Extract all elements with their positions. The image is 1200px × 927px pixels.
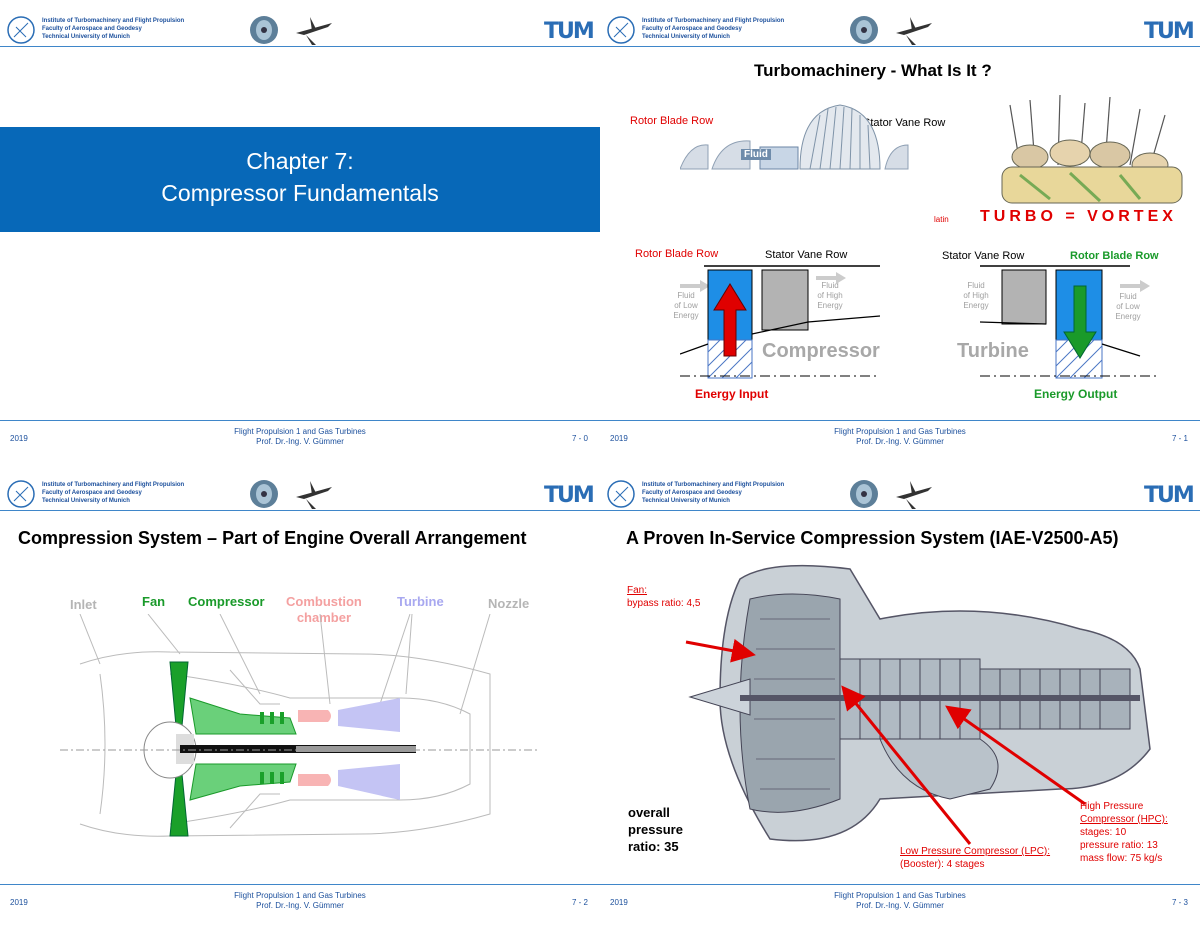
- slide-title: A Proven In-Service Compression System (…: [626, 528, 1119, 548]
- tum-logo: TUM: [544, 483, 595, 508]
- footer-year: 2019: [610, 898, 628, 907]
- turbofan-icon: [250, 480, 332, 509]
- slide-title: Turbomachinery - What Is It ?: [754, 61, 992, 80]
- compressor-label: Compressor: [188, 594, 265, 609]
- page-number: 7 - 2: [571, 898, 588, 907]
- engine-cross-section: [60, 614, 540, 837]
- university-seal-icon: [607, 16, 635, 44]
- top-stator-label: Stator Vane Row: [863, 117, 946, 129]
- header-divider: [600, 510, 1200, 511]
- turbo-vortex-label: TURBO = VORTEX: [980, 208, 1177, 225]
- institute-name: Institute of Turbomachinery and Flight P…: [642, 18, 785, 40]
- university-seal-icon: [7, 480, 35, 508]
- v2500-cutaway-illustration: [688, 564, 1151, 842]
- turbine-stator-label: Stator Vane Row: [942, 250, 1025, 262]
- header-divider: [600, 46, 1200, 47]
- footer-year: 2019: [10, 898, 28, 907]
- aircraft-icon: [296, 481, 332, 509]
- turbofan-icon: [850, 480, 932, 509]
- turbofan-icon: [250, 16, 332, 45]
- compressor-stator-label: Stator Vane Row: [765, 249, 848, 261]
- university-seal-icon: [7, 16, 35, 44]
- turbine-rotor-label: Rotor Blade Row: [1070, 250, 1159, 262]
- warriors-illustration: [1001, 95, 1183, 204]
- turbofan-icon: [850, 16, 932, 45]
- turbine-label: Turbine: [957, 340, 1029, 362]
- aircraft-icon: [896, 481, 932, 509]
- slide-7-3: Institute of Turbomachinery and Flight P…: [600, 464, 1200, 927]
- energy-output-label: Energy Output: [1034, 387, 1118, 401]
- blade-rows-illustration: [680, 104, 909, 170]
- slide-7-1: Institute of Turbomachinery and Flight P…: [600, 0, 1200, 463]
- annotation-arrows: [685, 638, 1086, 845]
- footer-divider: [0, 420, 600, 421]
- tum-logo: TUM: [1144, 19, 1195, 44]
- fan-annotation: Fan:bypass ratio: 4,5: [627, 585, 701, 609]
- footer-year: 2019: [610, 434, 628, 443]
- latin-label: latin: [934, 215, 949, 224]
- inlet-label: Inlet: [70, 597, 97, 612]
- top-rotor-label: Rotor Blade Row: [630, 115, 714, 127]
- institute-name: Institute of Turbomachinery and Flight P…: [42, 482, 185, 504]
- footer-divider: [600, 884, 1200, 885]
- header-divider: [0, 510, 600, 511]
- compressor-rotor-label: Rotor Blade Row: [635, 248, 719, 260]
- footer-divider: [0, 884, 600, 885]
- turbine-stage-diagram: [980, 265, 1160, 379]
- page-number: 7 - 1: [1171, 434, 1188, 443]
- header-divider: [0, 46, 600, 47]
- university-seal-icon: [607, 480, 635, 508]
- aircraft-icon: [896, 17, 932, 45]
- fluid-label: Fluid: [741, 149, 771, 160]
- footer-year: 2019: [10, 434, 28, 443]
- chapter-title-line2: Compressor Fundamentals: [161, 180, 439, 206]
- chapter-title-band: Chapter 7: Compressor Fundamentals: [0, 127, 600, 232]
- turbine-label: Turbine: [397, 594, 444, 609]
- slide-7-0: Institute of Turbomachinery and Flight P…: [0, 0, 600, 463]
- compressor-stage-diagram: [680, 265, 880, 379]
- tum-logo: TUM: [1144, 483, 1195, 508]
- aircraft-icon: [296, 17, 332, 45]
- fan-label: Fan: [142, 594, 166, 609]
- footer-divider: [600, 420, 1200, 421]
- slide-title: Compression System – Part of Engine Over…: [18, 528, 527, 548]
- institute-name: Institute of Turbomachinery and Flight P…: [642, 482, 785, 504]
- lpc-annotation: Low Pressure Compressor (LPC):(Booster):…: [900, 846, 1051, 870]
- energy-input-label: Energy Input: [695, 387, 769, 401]
- compressor-label: Compressor: [762, 340, 880, 362]
- slide-7-2: Institute of Turbomachinery and Flight P…: [0, 464, 600, 927]
- tum-logo: TUM: [544, 19, 595, 44]
- nozzle-label: Nozzle: [488, 596, 530, 611]
- chapter-title-line1: Chapter 7:: [246, 148, 354, 174]
- page-number: 7 - 0: [571, 434, 588, 443]
- page-number: 7 - 3: [1171, 898, 1188, 907]
- institute-name: Institute of Turbomachinery and Flight P…: [42, 18, 185, 40]
